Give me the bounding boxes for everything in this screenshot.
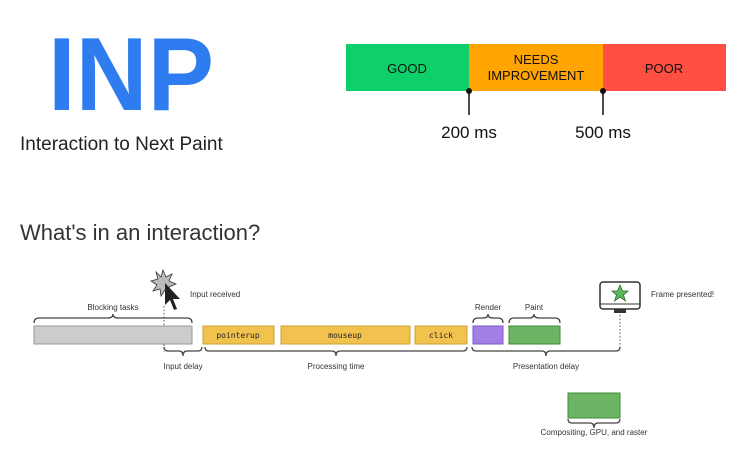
paint-bar — [508, 325, 561, 345]
blocking-task-bar — [33, 325, 193, 345]
processing-time-label: Processing time — [308, 362, 365, 371]
good-label: GOOD — [387, 61, 427, 76]
good-segment — [346, 44, 469, 91]
monitor-icon — [599, 281, 641, 313]
click-label: click — [429, 331, 453, 340]
frame-presented-label: Frame presented! — [651, 290, 714, 299]
pointerup-label: pointerup — [216, 331, 260, 340]
timeline: Input received Blocking tasks pointerup … — [33, 268, 714, 437]
burst-icon — [150, 268, 178, 298]
mouseup-label: mouseup — [328, 331, 362, 340]
threshold-scale: GOOD NEEDS IMPROVEMENT POOR 200 ms 500 m… — [346, 44, 726, 142]
input-delay-label: Input delay — [163, 362, 202, 371]
render-bar — [472, 325, 504, 345]
compositing-bar — [567, 392, 621, 419]
paint-label: Paint — [525, 303, 544, 312]
poor-label: POOR — [645, 61, 683, 76]
needs-label-2: IMPROVEMENT — [488, 68, 585, 83]
presentation-delay-label: Presentation delay — [513, 362, 579, 371]
mouseup-bar — [280, 325, 411, 345]
blocking-tasks-label: Blocking tasks — [87, 303, 138, 312]
pointerup-bar — [202, 325, 275, 345]
needs-improvement-segment — [469, 44, 603, 91]
cursor-icon — [165, 283, 180, 310]
render-label: Render — [475, 303, 502, 312]
input-received-label: Input received — [190, 290, 240, 299]
star-icon — [610, 283, 630, 303]
poor-segment — [603, 44, 726, 91]
inp-subtitle: Interaction to Next Paint — [20, 134, 223, 155]
threshold-200: 200 ms — [441, 123, 497, 142]
needs-label-1: NEEDS — [514, 52, 559, 67]
inp-title: INP — [48, 17, 214, 133]
compositing-label: Compositing, GPU, and raster — [541, 428, 648, 437]
section-title: What's in an interaction? — [20, 220, 260, 245]
threshold-500: 500 ms — [575, 123, 631, 142]
click-bar — [414, 325, 468, 345]
